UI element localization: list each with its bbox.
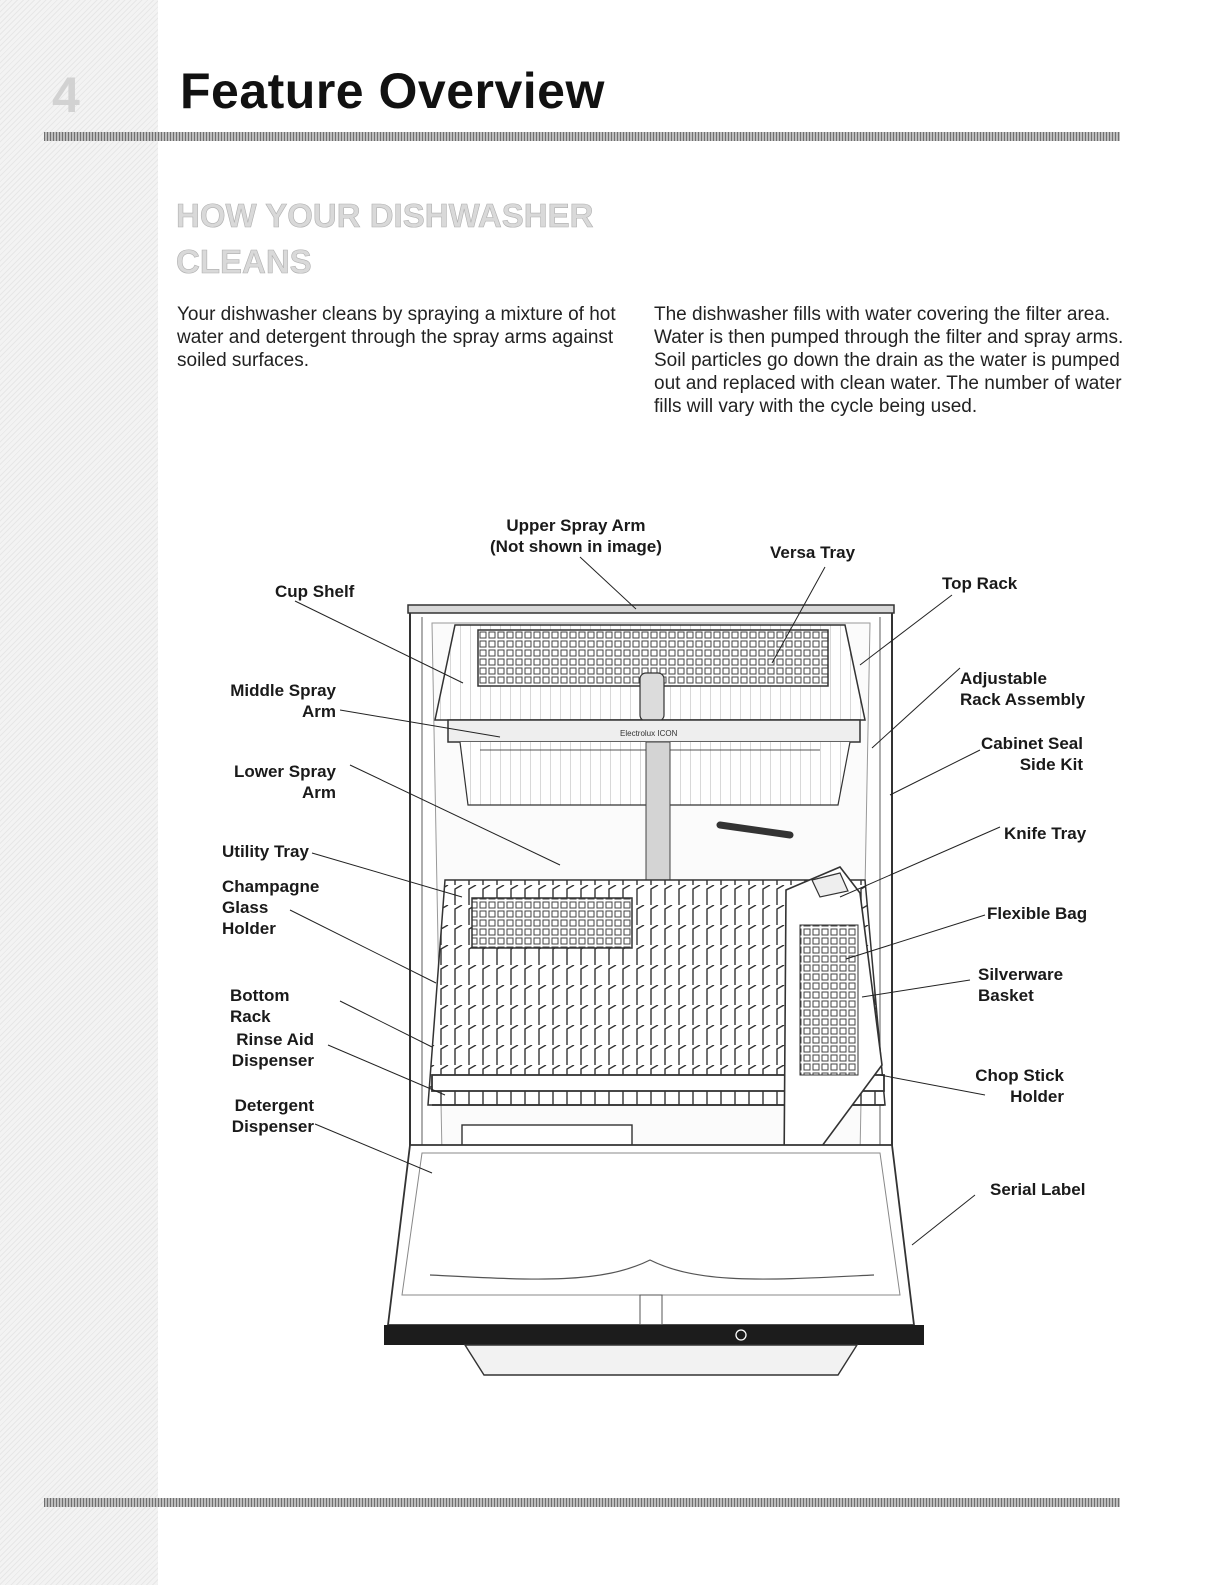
intro-paragraph-right: The dishwasher fills with water covering… <box>654 303 1124 418</box>
decorative-side-band <box>0 0 158 1585</box>
label-top-rack: Top Rack <box>942 573 1017 594</box>
label-rinse-aid-dispenser: Rinse Aid Dispenser <box>224 1029 314 1071</box>
chapter-number: 4 <box>52 66 80 124</box>
label-flexible-bag-line1: Flexible Bag <box>987 903 1087 924</box>
dishwasher-door <box>384 1145 924 1375</box>
label-cabinet-seal-side-kit: Cabinet Seal Side Kit <box>975 733 1083 775</box>
section-heading: HOW YOUR DISHWASHER CLEANS <box>176 193 656 285</box>
label-upper-spray-arm-line1: Upper Spray Arm <box>490 515 662 536</box>
label-middle-spray-arm-line2: Arm <box>228 701 336 722</box>
label-silverware-basket-line1: Silverware <box>978 964 1063 985</box>
label-top-rack-line1: Top Rack <box>942 573 1017 594</box>
label-cup-shelf: Cup Shelf <box>275 581 354 602</box>
label-rinse-aid-dispenser-line1: Rinse Aid <box>224 1029 314 1050</box>
label-detergent-dispenser-line1: Detergent <box>220 1095 314 1116</box>
cabinet-top-edge <box>408 605 894 613</box>
label-silverware-basket: Silverware Basket <box>978 964 1063 1006</box>
label-lower-spray-arm: Lower Spray Arm <box>228 761 336 803</box>
label-utility-tray-line1: Utility Tray <box>222 841 309 862</box>
label-bottom-rack-line1: Bottom <box>230 985 289 1006</box>
label-versa-tray-line1: Versa Tray <box>770 542 855 563</box>
door-control-strip <box>384 1325 924 1345</box>
label-bottom-rack-line2: Rack <box>230 1006 289 1027</box>
door-bottom-kick <box>465 1345 857 1375</box>
label-lower-spray-arm-line1: Lower Spray <box>228 761 336 782</box>
label-detergent-dispenser-line2: Dispenser <box>220 1116 314 1137</box>
dishwasher-diagram: Electrolux ICON <box>200 505 1120 1385</box>
label-upper-spray-arm-line2: (Not shown in image) <box>490 536 662 557</box>
header-rule <box>44 132 1120 141</box>
intro-paragraph-left: Your dishwasher cleans by spraying a mix… <box>177 303 617 372</box>
label-cabinet-seal-side-kit-line1: Cabinet Seal <box>975 733 1083 754</box>
label-adjustable-rack-assembly-line2: Rack Assembly <box>960 689 1085 710</box>
label-champagne-glass-holder-line2: Glass <box>222 897 319 918</box>
label-chop-stick-holder-line1: Chop Stick <box>954 1065 1064 1086</box>
label-champagne-glass-holder-line1: Champagne <box>222 876 319 897</box>
label-rinse-aid-dispenser-line2: Dispenser <box>224 1050 314 1071</box>
label-knife-tray-line1: Knife Tray <box>1004 823 1086 844</box>
label-chop-stick-holder-line2: Holder <box>954 1086 1064 1107</box>
label-flexible-bag: Flexible Bag <box>987 903 1087 924</box>
label-adjustable-rack-assembly: Adjustable Rack Assembly <box>960 668 1085 710</box>
section-heading-line1: HOW YOUR DISHWASHER <box>176 197 593 234</box>
utility-tray-shape <box>472 898 632 948</box>
label-champagne-glass-holder-line3: Holder <box>222 918 319 939</box>
dishwasher-illustration: Electrolux ICON <box>200 505 1120 1385</box>
label-versa-tray: Versa Tray <box>770 542 855 563</box>
label-cup-shelf-line1: Cup Shelf <box>275 581 354 602</box>
label-lower-spray-arm-line2: Arm <box>228 782 336 803</box>
label-knife-tray: Knife Tray <box>1004 823 1086 844</box>
label-silverware-basket-line2: Basket <box>978 985 1063 1006</box>
label-chop-stick-holder: Chop Stick Holder <box>954 1065 1064 1107</box>
label-middle-spray-arm: Middle Spray Arm <box>228 680 336 722</box>
label-bottom-rack: Bottom Rack <box>230 985 289 1027</box>
footer-rule <box>44 1498 1120 1507</box>
label-utility-tray: Utility Tray <box>222 841 309 862</box>
label-serial-label: Serial Label <box>990 1179 1085 1200</box>
label-detergent-dispenser: Detergent Dispenser <box>220 1095 314 1137</box>
label-middle-spray-arm-line1: Middle Spray <box>228 680 336 701</box>
page-title: Feature Overview <box>180 62 605 120</box>
label-champagne-glass-holder: Champagne Glass Holder <box>222 876 319 939</box>
label-adjustable-rack-assembly-line1: Adjustable <box>960 668 1085 689</box>
label-upper-spray-arm: Upper Spray Arm (Not shown in image) <box>490 515 662 557</box>
rack-center-hub <box>640 673 664 721</box>
label-cabinet-seal-side-kit-line2: Side Kit <box>975 754 1083 775</box>
brand-logo-text: Electrolux ICON <box>620 729 678 738</box>
label-serial-label-line1: Serial Label <box>990 1179 1085 1200</box>
section-heading-line2: CLEANS <box>176 243 312 280</box>
